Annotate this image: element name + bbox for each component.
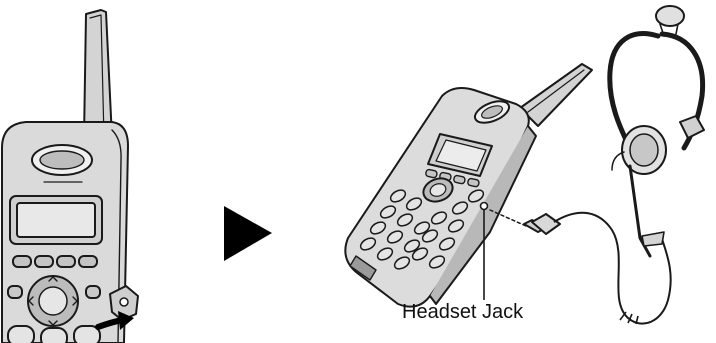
handset-right — [345, 64, 592, 307]
dial-keys-left — [8, 326, 100, 343]
temple-pad — [680, 116, 704, 138]
step-arrow-icon — [224, 206, 272, 261]
antenna-right — [520, 64, 592, 126]
headset-cord — [554, 213, 671, 324]
headband-pad — [656, 6, 684, 26]
display-screen-left — [17, 203, 95, 237]
headset — [610, 6, 704, 256]
headset-jack-label: Headset Jack — [402, 301, 523, 323]
headset-jack — [481, 203, 488, 210]
handset-left — [2, 10, 138, 343]
antenna-left — [84, 10, 112, 138]
headset-plug — [490, 210, 560, 234]
